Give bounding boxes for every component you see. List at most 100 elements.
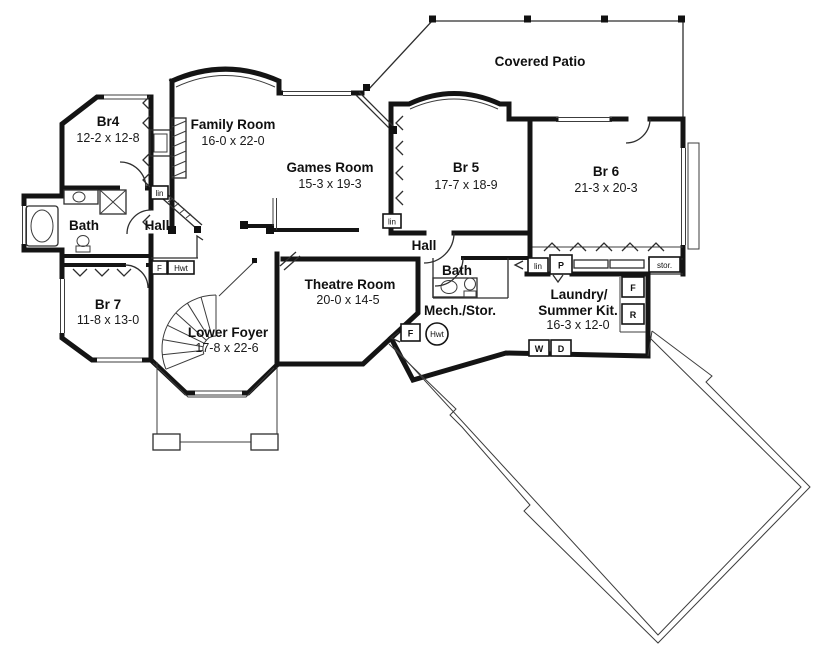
firebox <box>149 129 173 157</box>
upper-stair-flight <box>162 194 203 233</box>
room-label-br7: Br 7 <box>95 297 121 312</box>
chimney-bump <box>687 142 700 250</box>
fixture-box-linen <box>382 213 402 229</box>
tub-basin-icon <box>30 209 54 243</box>
fireplace <box>149 117 187 179</box>
vanity-counter <box>432 277 478 298</box>
porch-pillar <box>152 433 181 451</box>
toilet-tank-icon <box>463 290 477 298</box>
wall-br4 <box>59 94 154 199</box>
toilet-bowl-icon <box>76 235 90 247</box>
walls <box>21 66 686 396</box>
window-br6-top <box>556 117 612 122</box>
room-label-br4: Br4 <box>97 114 120 129</box>
mech-opening-arrow-icon <box>389 331 401 343</box>
fixture-box-linen <box>527 257 549 274</box>
firebox-inner <box>153 133 168 153</box>
window-zigzag-br7 <box>72 268 132 277</box>
stair-treads <box>162 295 217 370</box>
fixture-box-furnace <box>151 260 168 275</box>
laundry-counter <box>619 277 646 333</box>
stair-post-icon <box>194 226 201 233</box>
fireplace-hatch <box>171 120 187 178</box>
hot-water-label: Hwt <box>430 330 445 339</box>
porch-edges <box>156 362 278 443</box>
hanger-zigzag-br5 <box>395 115 404 206</box>
doors <box>119 91 651 343</box>
room-label-bath-left: Bath <box>69 218 99 233</box>
room-label-laundry-2: Summer Kit. <box>538 303 618 318</box>
room-dims-br6: 21-3 x 20-3 <box>574 181 637 195</box>
curved-stair <box>161 258 257 370</box>
porch-bay-echo <box>152 362 275 398</box>
fixture-box-linen <box>150 185 169 200</box>
deck-link <box>647 330 653 357</box>
bifold-door <box>609 259 645 269</box>
room-label-br6: Br 6 <box>593 164 620 179</box>
deck-outline <box>388 330 811 644</box>
room-label-hall-mid: Hall <box>412 238 437 253</box>
dryer-label: D <box>558 344 565 354</box>
linen-label: lin <box>388 218 396 227</box>
room-label-br5: Br 5 <box>453 160 480 175</box>
stair-ticks <box>167 197 192 219</box>
post-icon <box>240 221 248 229</box>
room-dims-laundry: 16-3 x 12-0 <box>546 318 609 332</box>
fridge-label: R <box>630 310 637 320</box>
wall-top-right <box>388 91 686 122</box>
room-label-patio: Covered Patio <box>495 54 586 69</box>
fixture-box-washer <box>528 339 550 357</box>
games-post-line <box>272 198 277 230</box>
fixture-box-storage <box>648 256 681 273</box>
stair-inner-arc <box>202 335 217 355</box>
post-icon <box>168 226 176 234</box>
fixture-box-furnace <box>400 323 421 342</box>
door-arc-br4 <box>119 161 147 189</box>
furnace-label: F <box>157 264 162 273</box>
post-icon <box>266 226 274 234</box>
bath-mid-fixtures <box>432 277 478 298</box>
room-label-family: Family Room <box>191 117 276 132</box>
stair-outer-arc <box>161 294 217 370</box>
deck-inner <box>393 337 802 636</box>
fixture-box-fridge <box>621 303 645 325</box>
shower <box>99 189 127 215</box>
patio-post-icon <box>678 15 685 23</box>
room-dims-br4: 12-2 x 12-8 <box>76 131 139 145</box>
room-label-hall-left: Hall <box>145 218 170 233</box>
vanity-counter <box>63 189 99 205</box>
hot-water-tank-circle <box>425 322 449 346</box>
room-label-theatre: Theatre Room <box>305 277 396 292</box>
hot-water-label: Hwt <box>174 264 189 273</box>
window-arch-inner <box>175 75 276 88</box>
fixture-boxes: lin lin lin P stor. F R W D F Hwt F Hwt <box>150 185 681 357</box>
patio-post-icon <box>524 15 531 23</box>
patio-post-icon <box>601 15 608 23</box>
tub <box>25 205 59 247</box>
hall-opening-arrow-icon <box>513 260 524 270</box>
deck-outer <box>388 330 811 644</box>
door-arc-br5 <box>423 232 455 264</box>
room-label-laundry-1: Laundry/ <box>550 287 607 302</box>
door-post-icon <box>389 126 397 134</box>
sink-icon <box>440 280 458 294</box>
fixture-box-pantry <box>549 254 573 275</box>
fixture-box-dryer <box>550 339 572 357</box>
porch <box>152 362 279 451</box>
storage-label: stor. <box>657 261 672 270</box>
porch-pillar <box>250 433 279 451</box>
room-labels: Br4 12-2 x 12-8 Family Room 16-0 x 22-0 … <box>69 54 638 355</box>
room-dims-games: 15-3 x 19-3 <box>298 177 361 191</box>
theatre-door-marks <box>279 251 301 271</box>
washer-label: W <box>535 344 544 354</box>
stair-rail <box>218 261 255 297</box>
room-label-bath-mid: Bath <box>442 263 472 278</box>
wall-games-half <box>242 224 359 232</box>
furnace-label: F <box>408 329 414 339</box>
windows <box>20 89 700 397</box>
freezer-label: F <box>630 283 636 293</box>
patio-door-leaf <box>355 91 396 132</box>
linen-label: lin <box>534 262 542 271</box>
sink-icon <box>72 191 86 203</box>
door-arc-br7 <box>124 264 149 289</box>
